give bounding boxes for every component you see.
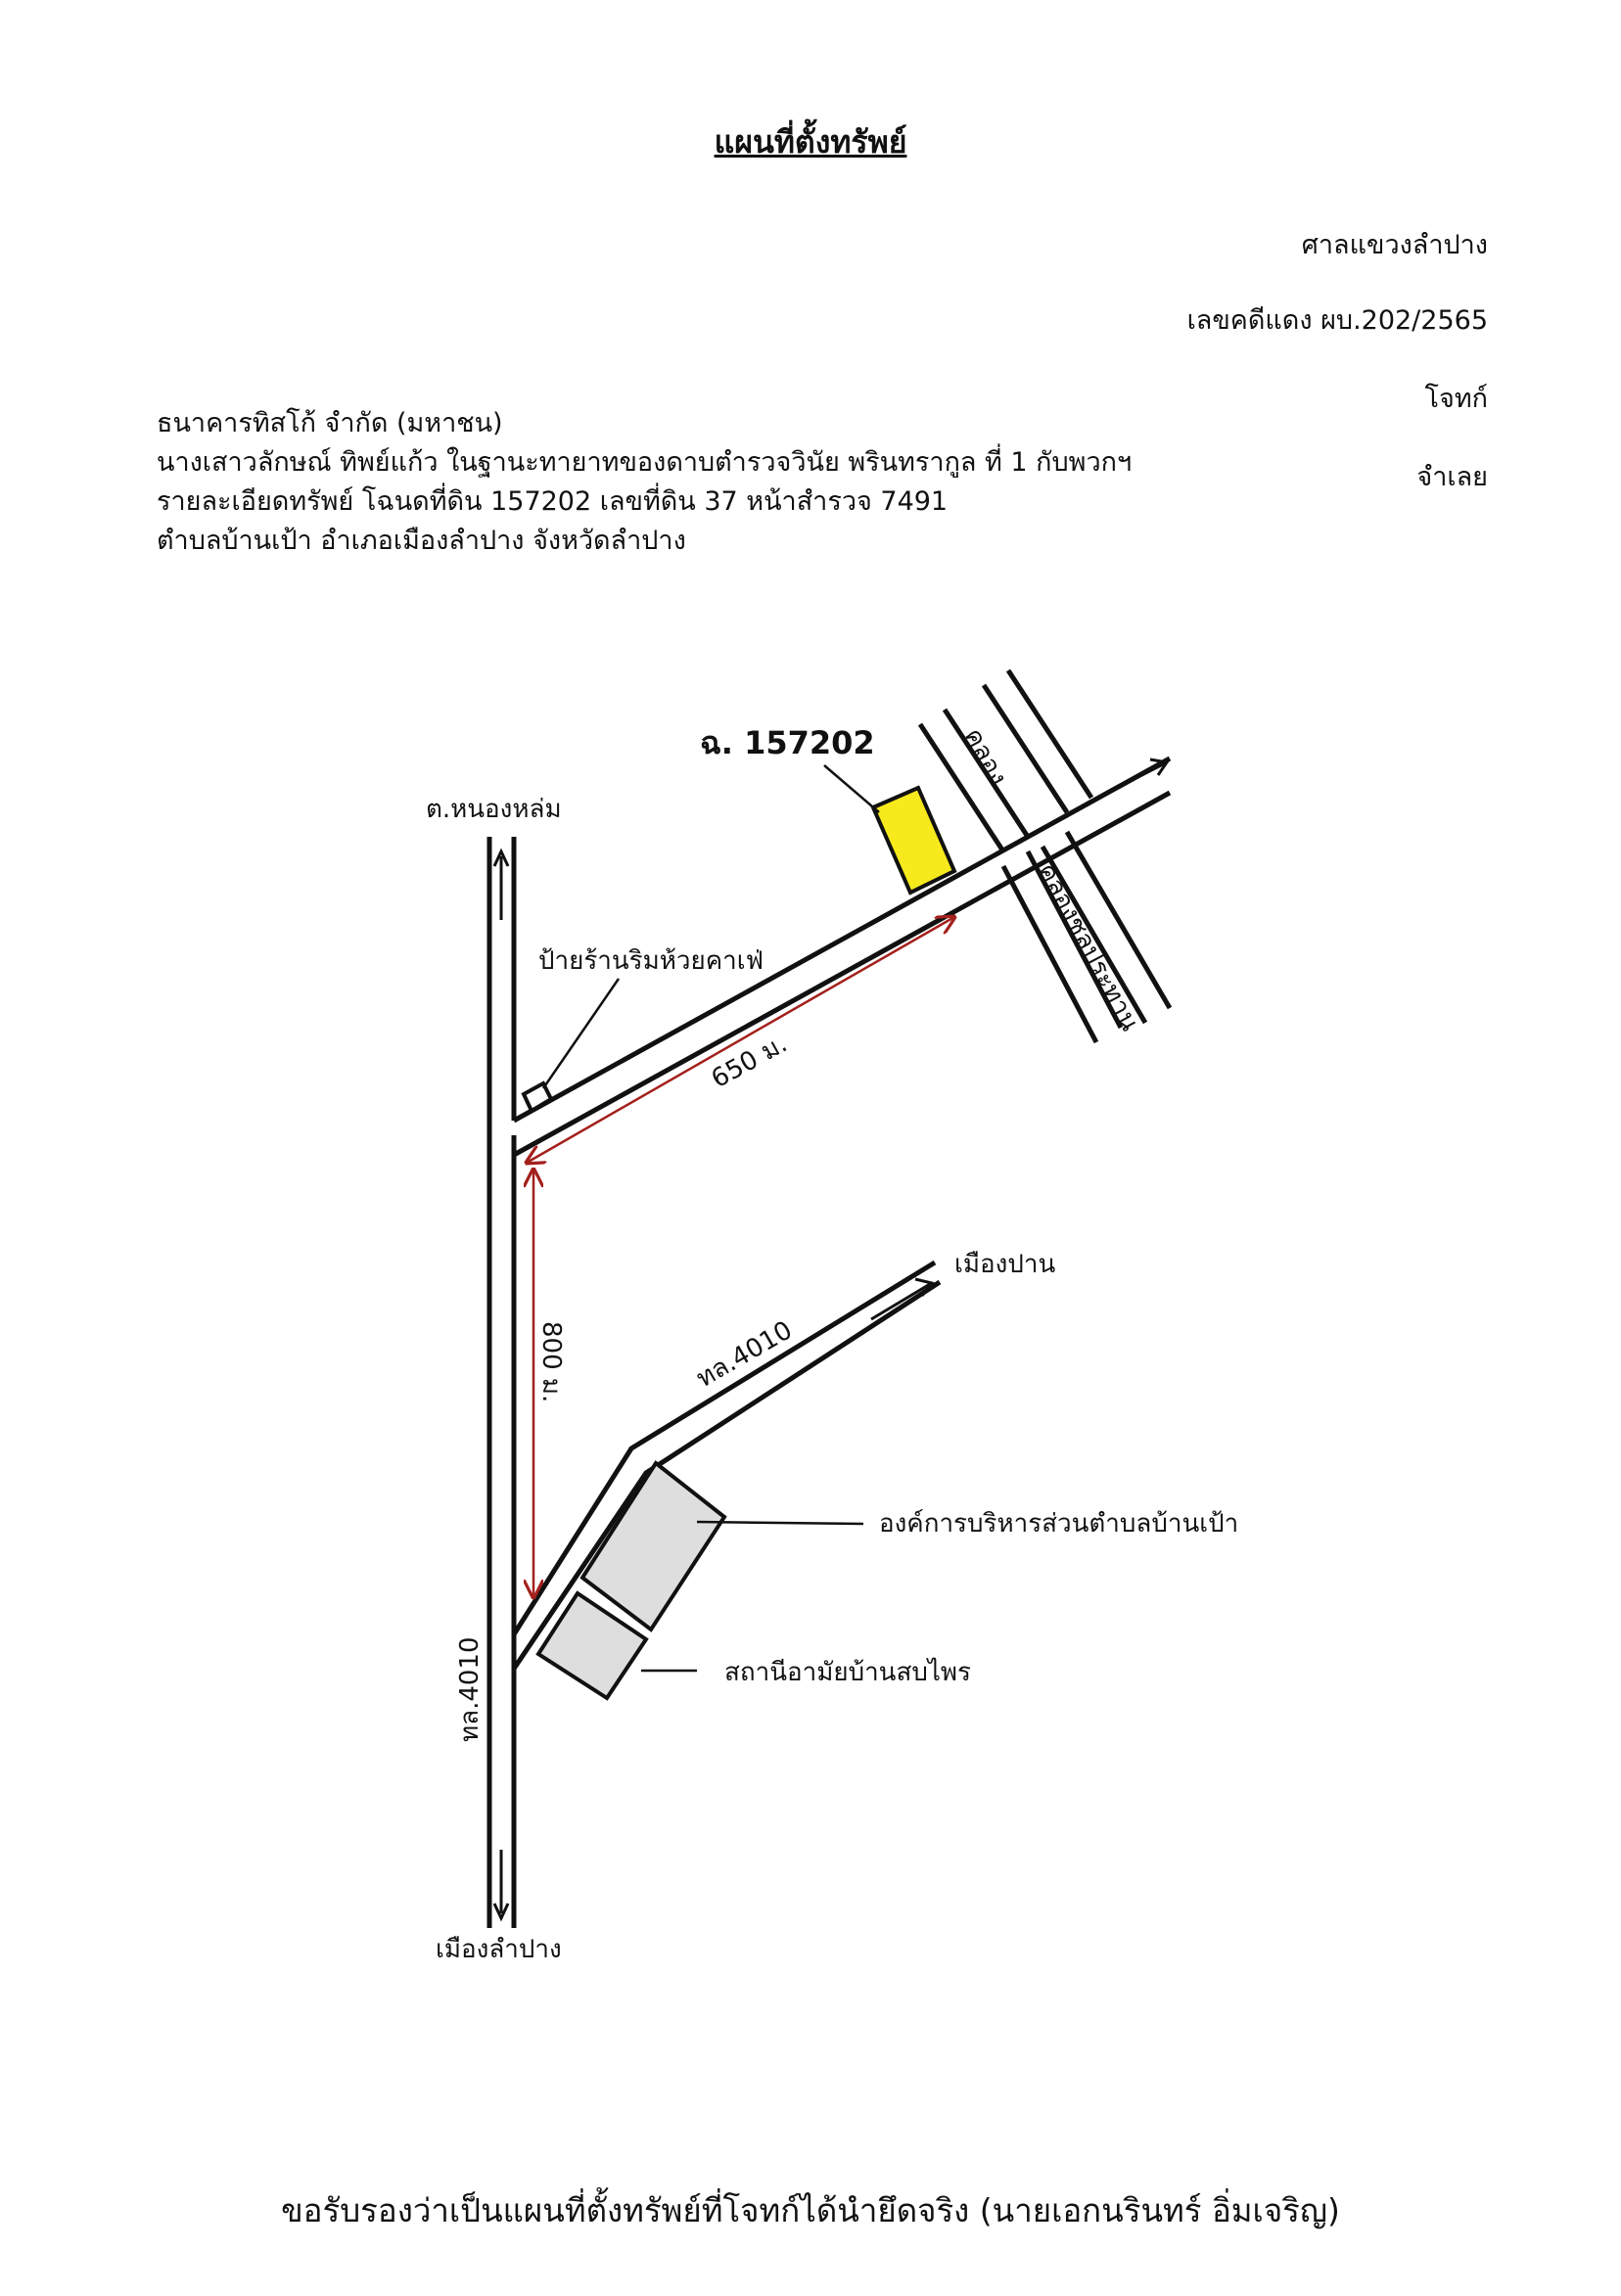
shop-sign-label: ป้ายร้านริมห้วยคาเฟ่ — [538, 946, 764, 976]
sao-office-label: องค์การบริหารส่วนตำบลบ้านเป้า — [879, 1509, 1238, 1538]
property-location: ตำบลบ้านเป้า อำเภอเมืองลำปาง จังหวัดลำปา… — [157, 526, 686, 556]
sao-office-leader — [696, 1520, 864, 1526]
shop-sign-leader — [541, 978, 621, 1089]
defendant-label: จำเลย — [1416, 462, 1488, 492]
certification-text: ขอรับรองว่าเป็นแผนที่ตั้งทรัพย์ที่โจทก์ไ… — [281, 2191, 1340, 2229]
plaintiff-label: โจทก์ — [1424, 384, 1488, 414]
distance-vertical-label: 800 ม. — [536, 1321, 566, 1402]
canal — [917, 668, 1173, 1044]
property-parcel — [870, 785, 957, 895]
document-title: แผนที่ตั้งทรัพย์ — [714, 123, 907, 161]
health-station-label: สถานีอามัยบ้านสบไพร — [724, 1657, 971, 1687]
canal-upper-label: คลอง — [958, 723, 1012, 791]
northeast-destination: เมืองปาน — [954, 1250, 1055, 1279]
case-number: เลขคดีแดง ผบ.202/2565 — [1186, 305, 1488, 336]
deed-leader-line — [823, 764, 880, 813]
south-destination: เมืองลำปาง — [436, 1935, 562, 1964]
health-station-building — [535, 1590, 649, 1701]
north-destination: ต.หนองหล่ม — [426, 795, 562, 824]
distance-arrow-diagonal — [527, 917, 954, 1163]
property-detail: รายละเอียดทรัพย์ โฉนดที่ดิน 157202 เลขที… — [157, 486, 949, 517]
deed-label: ฉ. 157202 — [700, 724, 875, 761]
sao-office-building — [579, 1460, 727, 1632]
direction-arrows — [492, 758, 1170, 1922]
branch-road — [511, 1260, 942, 1671]
defendant-name: นางเสาวลักษณ์ ทิพย์แก้ว ในฐานะทายาทของดา… — [157, 447, 1133, 478]
shop-sign-box — [521, 1080, 554, 1114]
main-road — [486, 837, 517, 1928]
plaintiff-name: ธนาคารทิสโก้ จำกัด (มหาชน) — [157, 408, 503, 438]
court-name: ศาลแขวงลำปาง — [1301, 230, 1488, 260]
main-road-label: ทล.4010 — [455, 1636, 485, 1742]
